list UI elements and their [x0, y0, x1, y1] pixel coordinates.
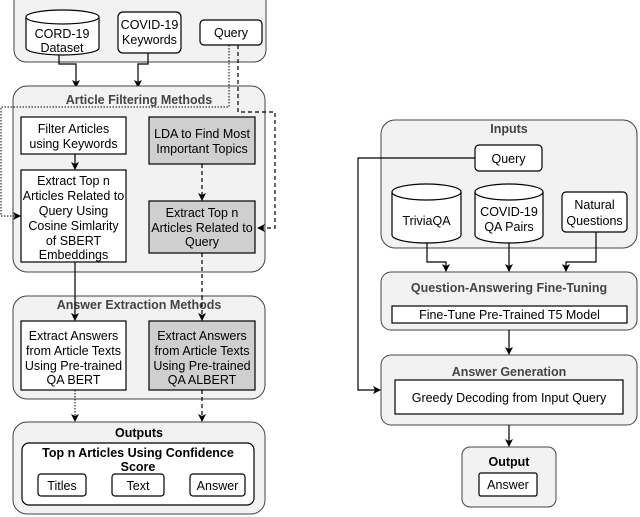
svg-text:Titles: Titles — [47, 479, 76, 493]
qa-albert-node: Extract Answers from Article Texts Using… — [148, 320, 256, 391]
covid-qa-pairs-node: COVID-19 QA Pairs — [474, 183, 544, 244]
svg-text:Natural: Natural — [574, 198, 614, 212]
svg-text:LDA to Find Most: LDA to Find Most — [154, 127, 250, 141]
svg-text:Articles Related to: Articles Related to — [23, 189, 124, 203]
top-n-articles-label: Top n Articles Using Confidence — [42, 446, 234, 460]
arrow-query-to-generation — [357, 157, 475, 394]
qa-finetuning-title: Question-Answering Fine-Tuning — [411, 281, 607, 295]
answer-extraction-title: Answer Extraction Methods — [57, 298, 222, 312]
svg-text:Using Pre-trained: Using Pre-trained — [153, 359, 250, 373]
answer-generation-title: Answer Generation — [452, 365, 567, 379]
svg-text:Score: Score — [121, 460, 156, 474]
svg-text:QA ALBERT: QA ALBERT — [168, 373, 237, 387]
svg-text:Filter Articles: Filter Articles — [38, 122, 110, 136]
cord19-dataset-node: CORD-19 Dataset — [25, 9, 100, 56]
svg-text:COVID-19: COVID-19 — [480, 205, 538, 219]
svg-text:COVID-19: COVID-19 — [121, 18, 179, 32]
natural-questions-node: Natural Questions — [561, 191, 628, 233]
outputs-title: Outputs — [115, 426, 163, 440]
svg-text:Query: Query — [214, 26, 249, 40]
svg-text:Embeddings: Embeddings — [39, 248, 109, 262]
svg-text:Dataset: Dataset — [40, 41, 84, 55]
greedy-decoding-node: Greedy Decoding from Input Query — [394, 379, 624, 415]
svg-text:Text: Text — [127, 479, 150, 493]
extract-sbert-node: Extract Top n Articles Related to Query … — [20, 169, 127, 263]
arrow-cord-to-filtering — [58, 55, 80, 88]
finetune-t5-node: Fine-Tune Pre-Trained T5 Model — [391, 305, 628, 324]
output-title: Output — [489, 455, 531, 469]
svg-text:QA BERT: QA BERT — [47, 373, 101, 387]
svg-text:Query: Query — [491, 152, 526, 166]
lda-topics-node: LDA to Find Most Important Topics — [148, 116, 256, 165]
svg-text:using Keywords: using Keywords — [29, 137, 117, 151]
filter-keywords-node: Filter Articles using Keywords — [20, 116, 127, 155]
svg-text:Keywords: Keywords — [122, 33, 177, 47]
right-inputs-title: Inputs — [490, 122, 528, 136]
svg-text:Fine-Tune Pre-Trained T5 Model: Fine-Tune Pre-Trained T5 Model — [419, 308, 600, 322]
right-query-node: Query — [474, 144, 543, 172]
svg-text:Answer: Answer — [487, 478, 529, 492]
svg-text:from Article Texts: from Article Texts — [155, 344, 250, 358]
article-filtering-title: Article Filtering Methods — [66, 93, 213, 107]
svg-text:Greedy Decoding from Input Que: Greedy Decoding from Input Query — [412, 391, 607, 405]
triviaqa-node: TriviaQA — [391, 183, 462, 244]
arrow-query-to-lda-extract — [237, 45, 276, 232]
svg-text:TriviaQA: TriviaQA — [402, 214, 451, 228]
svg-text:Important Topics: Important Topics — [156, 142, 247, 156]
arrow-naturalq-to-finetune — [562, 232, 597, 272]
svg-text:Query Using: Query Using — [39, 204, 109, 218]
qa-bert-node: Extract Answers from Article Texts Using… — [20, 320, 127, 391]
svg-text:from Article Texts: from Article Texts — [26, 344, 121, 358]
svg-text:of SBERT: of SBERT — [46, 234, 102, 248]
output-text: Text — [111, 473, 165, 497]
arrow-triviaqa-to-finetune — [426, 243, 450, 272]
arrow-keywords-to-filtering — [134, 53, 149, 88]
svg-text:Articles Related to: Articles Related to — [151, 221, 252, 235]
svg-text:Query: Query — [185, 235, 220, 249]
svg-text:Extract Top n: Extract Top n — [37, 174, 110, 188]
svg-text:Cosine Simlarity: Cosine Simlarity — [28, 219, 119, 233]
svg-text:Extract Answers: Extract Answers — [29, 329, 119, 343]
covid19-keywords-node: COVID-19 Keywords — [117, 11, 182, 54]
svg-text:CORD-19: CORD-19 — [35, 27, 90, 41]
left-query-node: Query — [199, 19, 263, 46]
output-answer-node: Answer — [478, 472, 538, 497]
extract-lda-node: Extract Top n Articles Related to Query — [148, 200, 256, 254]
svg-text:Using Pre-trained: Using Pre-trained — [25, 359, 122, 373]
svg-text:Extract Top n: Extract Top n — [166, 206, 239, 220]
svg-text:Questions: Questions — [566, 214, 622, 228]
output-titles: Titles — [37, 473, 87, 497]
arrow-query-to-sbert — [0, 45, 230, 220]
svg-text:QA Pairs: QA Pairs — [484, 220, 533, 234]
svg-text:Extract Answers: Extract Answers — [157, 329, 247, 343]
output-answer: Answer — [189, 473, 246, 497]
svg-text:Answer: Answer — [197, 479, 239, 493]
